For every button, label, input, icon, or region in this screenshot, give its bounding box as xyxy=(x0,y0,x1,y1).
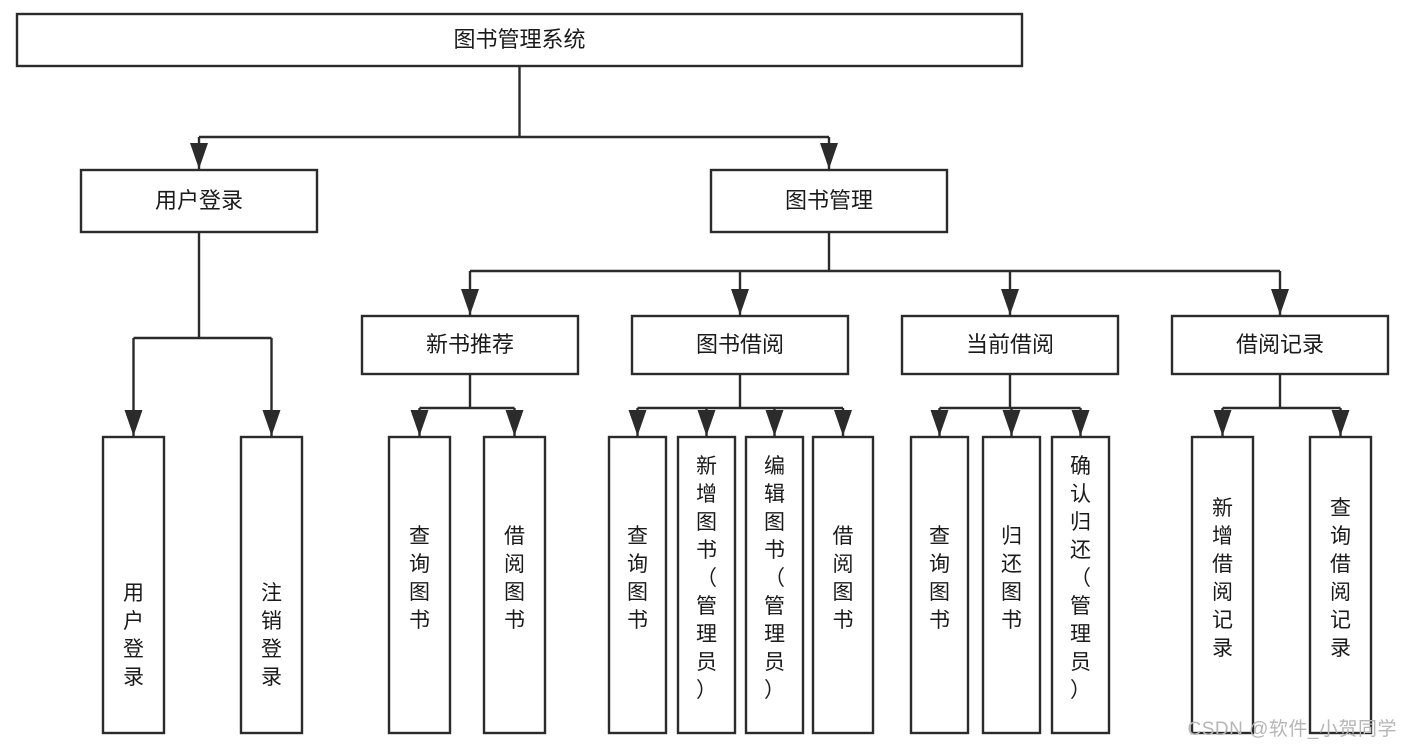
level3-node-2-label: 当前借阅 xyxy=(966,332,1054,357)
watermark-text: CSDN @软件_小贺同学 xyxy=(1187,719,1397,740)
arrow-head-leaf-9 xyxy=(1002,410,1021,436)
arrow-head-leaf-6 xyxy=(765,410,784,436)
leaf-node-借阅图书[interactable]: 借阅图书 xyxy=(482,435,547,735)
leaf-node-新增图书（管理员）-rect[interactable] xyxy=(676,435,737,735)
leaf-node-0-label: 用户登录 xyxy=(123,582,144,689)
leaf-node-查询图书[interactable]: 查询图书 xyxy=(909,435,970,735)
arrow-head-leaf-4 xyxy=(628,410,647,436)
arrow-head-leaf-8 xyxy=(930,410,949,436)
level2-node-图书管理-rect[interactable] xyxy=(709,168,949,234)
leaf-node-借阅图书-rect[interactable] xyxy=(482,435,547,735)
arrow-head-leaf-3 xyxy=(505,410,524,436)
leaf-node-用户登录[interactable]: 用户登录 xyxy=(101,435,166,735)
arrow-head-leaf-11 xyxy=(1213,410,1232,436)
leaf-node-查询图书-rect[interactable] xyxy=(387,435,452,735)
level2-node-用户登录[interactable]: 用户登录 xyxy=(79,168,319,234)
leaf-node-查询借阅记录[interactable]: 查询借阅记录 xyxy=(1308,435,1373,735)
leaf-node-归还图书[interactable]: 归还图书 xyxy=(981,435,1042,735)
arrow-head-l3-1 xyxy=(731,289,749,315)
arrow-head-leaf-12 xyxy=(1331,410,1350,436)
level3-node-新书推荐-rect[interactable] xyxy=(360,314,580,376)
leaf-node-查询图书-rect[interactable] xyxy=(909,435,970,735)
arrow-head-l2-0 xyxy=(190,143,208,169)
level3-node-0-label: 新书推荐 xyxy=(426,332,514,357)
level3-node-图书借阅-rect[interactable] xyxy=(630,314,850,376)
connectors-layer xyxy=(124,66,1350,436)
leaf-node-查询借阅记录-rect[interactable] xyxy=(1308,435,1373,735)
leaf-node-1-label: 注销登录 xyxy=(261,582,282,689)
leaf-node-查询图书[interactable]: 查询图书 xyxy=(607,435,668,735)
level3-node-当前借阅[interactable]: 当前借阅 xyxy=(900,314,1120,376)
arrow-head-l3-0 xyxy=(461,289,479,315)
leaf-node-查询图书[interactable]: 查询图书 xyxy=(387,435,452,735)
level2-node-0-label: 用户登录 xyxy=(155,188,243,213)
level3-node-1-label: 图书借阅 xyxy=(696,332,784,357)
leaf-node-确认归还（管理员）[interactable]: 确认归还（管理员） xyxy=(1050,435,1111,735)
leaf-node-注销登录-rect[interactable] xyxy=(239,435,304,735)
level2-node-图书管理[interactable]: 图书管理 xyxy=(709,168,949,234)
arrow-head-l2-1 xyxy=(820,143,838,169)
root-node-label: 图书管理系统 xyxy=(453,27,585,52)
arrow-head-leaf-1 xyxy=(262,410,281,436)
leaf-node-新增借阅记录-rect[interactable] xyxy=(1190,435,1255,735)
arrow-head-leaf-5 xyxy=(697,410,716,436)
leaf-node-7-label: 借阅图书 xyxy=(833,525,854,632)
arrow-head-l3-3 xyxy=(1271,289,1289,315)
root-node-图书管理系统[interactable]: 图书管理系统 xyxy=(15,12,1024,68)
leaf-node-新增图书（管理员）[interactable]: 新增图书（管理员） xyxy=(676,435,737,735)
level2-node-用户登录-rect[interactable] xyxy=(79,168,319,234)
leaf-node-注销登录[interactable]: 注销登录 xyxy=(239,435,304,735)
leaf-node-归还图书-rect[interactable] xyxy=(981,435,1042,735)
leaf-node-确认归还（管理员）-rect[interactable] xyxy=(1050,435,1111,735)
leaf-node-5-label: 新增图书（管理员） xyxy=(696,455,717,702)
level3-node-图书借阅[interactable]: 图书借阅 xyxy=(630,314,850,376)
arrow-head-leaf-10 xyxy=(1071,410,1090,436)
level3-node-新书推荐[interactable]: 新书推荐 xyxy=(360,314,580,376)
leaf-node-借阅图书[interactable]: 借阅图书 xyxy=(811,435,875,735)
root-node-图书管理系统-rect[interactable] xyxy=(15,12,1024,68)
level3-node-借阅记录[interactable]: 借阅记录 xyxy=(1170,314,1390,376)
arrow-head-leaf-7 xyxy=(834,410,852,436)
arrow-head-leaf-2 xyxy=(410,410,429,436)
leaf-node-4-label: 查询图书 xyxy=(627,525,648,632)
leaf-node-10-label: 确认归还（管理员） xyxy=(1070,455,1091,702)
leaf-node-12-label: 查询借阅记录 xyxy=(1330,497,1351,660)
leaf-node-9-label: 归还图书 xyxy=(1001,525,1022,632)
leaf-node-新增借阅记录[interactable]: 新增借阅记录 xyxy=(1190,435,1255,735)
level3-node-3-label: 借阅记录 xyxy=(1236,332,1324,357)
level3-node-当前借阅-rect[interactable] xyxy=(900,314,1120,376)
level3-node-借阅记录-rect[interactable] xyxy=(1170,314,1390,376)
nodes-layer: 图书管理系统用户登录图书管理新书推荐图书借阅当前借阅借阅记录用户登录注销登录查询… xyxy=(15,12,1390,735)
leaf-node-查询图书-rect[interactable] xyxy=(607,435,668,735)
leaf-node-8-label: 查询图书 xyxy=(929,525,950,632)
leaf-node-借阅图书-rect[interactable] xyxy=(811,435,875,735)
leaf-node-11-label: 新增借阅记录 xyxy=(1212,497,1233,660)
leaf-node-编辑图书（管理员）[interactable]: 编辑图书（管理员） xyxy=(744,435,805,735)
arrow-head-leaf-0 xyxy=(124,410,143,436)
level2-node-1-label: 图书管理 xyxy=(785,188,873,213)
leaf-node-2-label: 查询图书 xyxy=(409,525,430,632)
leaf-node-编辑图书（管理员）-rect[interactable] xyxy=(744,435,805,735)
leaf-node-3-label: 借阅图书 xyxy=(504,525,525,632)
arrow-head-l3-2 xyxy=(1001,289,1019,315)
leaf-node-6-label: 编辑图书（管理员） xyxy=(764,455,785,702)
leaf-node-用户登录-rect[interactable] xyxy=(101,435,166,735)
